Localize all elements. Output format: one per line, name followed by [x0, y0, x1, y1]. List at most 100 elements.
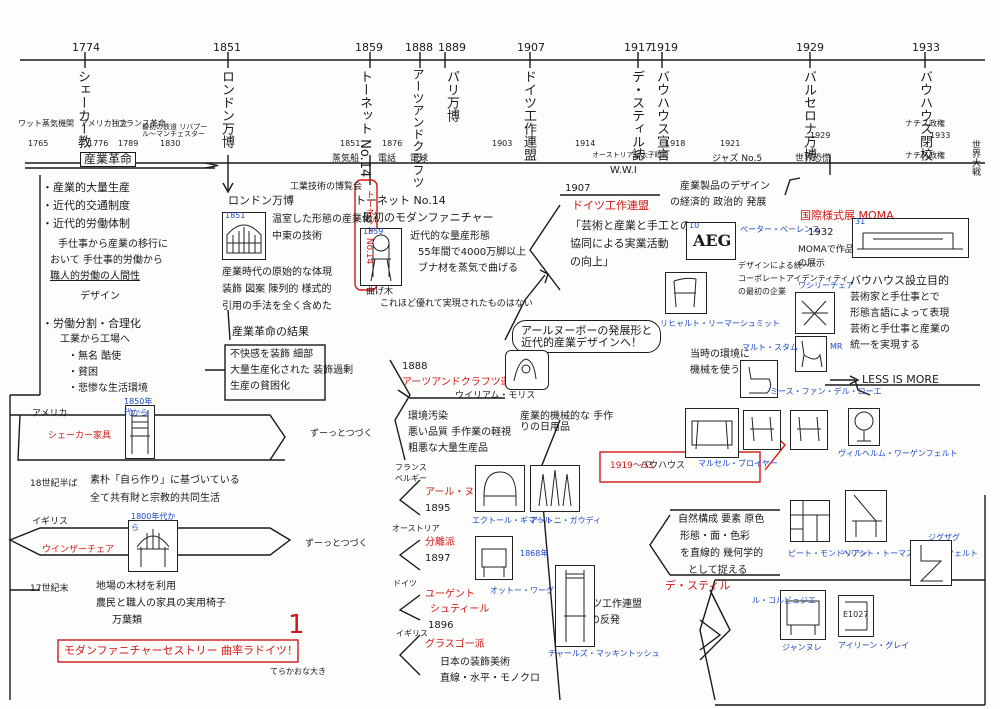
page-number: 1 — [288, 610, 305, 640]
e1027-sketch: E1027 — [838, 595, 874, 637]
bauhaus-note-2: 機械を使う — [690, 365, 740, 376]
year-1851: 1851 — [213, 41, 241, 54]
bauhaus-note-1: 当時の環境に — [690, 349, 750, 360]
glasgow-label: グラスゴー派 — [425, 639, 485, 650]
windsor-chair-sketch: 1800年代から — [128, 512, 178, 572]
arts-note: 産業的機械的な 手作りの日用品 — [520, 411, 614, 433]
mr-chair-icon — [801, 340, 823, 368]
deutscher-year: 1907 — [565, 183, 591, 194]
lc-chair-icon — [786, 600, 820, 635]
morris-sketch — [505, 350, 549, 390]
secession-year: 1897 — [425, 553, 451, 564]
year-1933: 1933 — [912, 41, 940, 54]
year-1888: 1888 — [405, 41, 433, 54]
sub-year-1918: 1918 — [665, 139, 686, 148]
thonet-2: 55年間で4000万脚以上 — [418, 247, 527, 258]
arts-morris: ウイリアム・モリス — [455, 391, 536, 401]
shaker-chair-sketch: 1850年代から — [124, 397, 155, 459]
thonet-1: 近代的な量産形態 — [410, 231, 490, 242]
aeg-line-2: の経済的 政治的 発展 — [670, 197, 767, 208]
industrial-age-3: 引用の手法を全く含めた — [222, 301, 332, 312]
handcraft-line-3: 職人的労働の人間性 — [50, 271, 140, 282]
mies-chair-sketch — [790, 410, 828, 450]
arts-mass: 粗悪な大量生産品 — [408, 443, 488, 454]
sub-year-1851: 1851 — [340, 139, 361, 148]
wagner-label: オットー・ワーグナー — [490, 586, 570, 595]
less-is-more: LESS IS MORE — [862, 373, 940, 386]
zigzag-sketch — [910, 540, 952, 586]
zigzag-label: ジグザグ — [928, 533, 960, 542]
page-title: モダンファニチャーセストリー 曲率ラドイツ！ — [64, 644, 299, 657]
labor-item-3: ・無名 酷使 — [68, 351, 122, 362]
ladderback-chair-icon — [130, 410, 150, 454]
shaker-note-2: 全て共有財と宗教的共同生活 — [90, 493, 220, 504]
destijl-1: 自然構成 要素 原色 — [678, 514, 765, 525]
grid-icon — [791, 501, 829, 541]
germany-label: ドイツ — [393, 579, 417, 588]
destijl-3: を直線的 幾何学的 — [680, 548, 764, 559]
guimard-sketch — [475, 465, 525, 512]
gaudi-sketch — [530, 465, 580, 512]
austria-label: オーストリア — [392, 524, 440, 533]
year-1889: 1889 — [438, 41, 466, 54]
sub-event-france: フランス革命 — [118, 119, 166, 128]
highback-chair-icon — [564, 570, 586, 642]
windsor-chair-icon — [136, 529, 170, 567]
bauhaus-p2: 形態言語によって表現 — [850, 308, 950, 319]
sub-year-1765: 1765 — [28, 139, 49, 148]
shaker-label: シェーカー家具 — [48, 431, 112, 441]
aeg-logo: AEG — [693, 231, 732, 250]
event-thonet: トーネット No.14 — [357, 70, 372, 178]
gaudi-label: アントニ・ガウディ — [530, 516, 602, 525]
chair-icon — [750, 416, 774, 442]
bar-label-austria: オーストリア皇太子暗殺 — [592, 151, 669, 159]
bauhaus-name: バウハウス — [640, 461, 686, 471]
france-label: フランス — [395, 463, 427, 472]
thonet-chair-sketch: 1859 — [360, 227, 402, 286]
thonet-sub: 最初のモダンファニチャー — [362, 211, 494, 224]
mondrian-sketch — [790, 500, 830, 542]
event-bauhaus-close: バウハウス閉校 — [917, 70, 932, 161]
result-1: 不快感を装飾 細部 — [230, 349, 314, 360]
arts-env: 環境汚染 — [408, 411, 448, 422]
17c-note-2: 農民と職人の家具の実用椅子 — [96, 598, 226, 609]
moma-note-2: の展示 — [798, 259, 826, 269]
moma-year: 1932 — [808, 227, 834, 238]
thonet-year: 1859 — [363, 227, 384, 236]
year-1907: 1907 — [517, 41, 545, 54]
crystal-year: 1851 — [225, 211, 246, 220]
riemerschmid-chair-sketch — [665, 272, 707, 314]
year-1929: 1929 — [796, 41, 824, 54]
year-1919: 1919 — [650, 41, 678, 54]
sagrada-icon — [538, 469, 572, 507]
bar-label-nazi: ナチス政権 — [905, 151, 945, 160]
jugend-label-2: シュティール — [430, 604, 490, 615]
footer-note: てらかおな大き — [270, 667, 326, 676]
sub-year-1776: 1776 — [88, 139, 109, 148]
mr-chair-sketch — [795, 336, 827, 372]
destijl-4: として捉える — [688, 565, 748, 576]
bar-label-telephone: 電話 — [378, 154, 397, 164]
event-london: ロンドン万博 — [219, 70, 234, 148]
rejection-2: への反発 — [580, 615, 620, 626]
bar-label-bulb: 電球 — [410, 154, 429, 164]
wassily-sketch — [795, 292, 835, 334]
jugend-label-1: ユーゲント — [425, 589, 475, 600]
event-arts-crafts: アーツアンドクラフツ — [411, 68, 425, 188]
bar-label-industrial-revolution: 産業革命 — [80, 152, 137, 167]
crystal-palace-sketch: 1851 — [222, 211, 266, 260]
year-1859: 1859 — [355, 41, 383, 54]
secession-label: 分離派 — [425, 537, 455, 548]
arts-title: アーツアンドクラフツ運動 — [402, 377, 521, 388]
industrial-age-1: 産業時代の原始的な体現 — [222, 267, 332, 278]
stam-label: マルト・スタム — [742, 343, 798, 352]
sub-event-nazi: ナチス政権 — [905, 119, 945, 128]
industrial-item-2: ・近代的交通制度 — [42, 199, 130, 212]
thonet-bentwood: 曲げ木 — [366, 287, 394, 297]
england-continue: ずーっとつづく — [305, 539, 368, 549]
bar-label-world-war: 世界大戦 — [970, 140, 980, 176]
glasgow-note-1: 日本の装飾美術 — [440, 657, 510, 668]
mondrian-label: ピート・モンドリアン — [788, 549, 868, 558]
industrial-item-1: ・産業的大量生産 — [42, 181, 130, 194]
